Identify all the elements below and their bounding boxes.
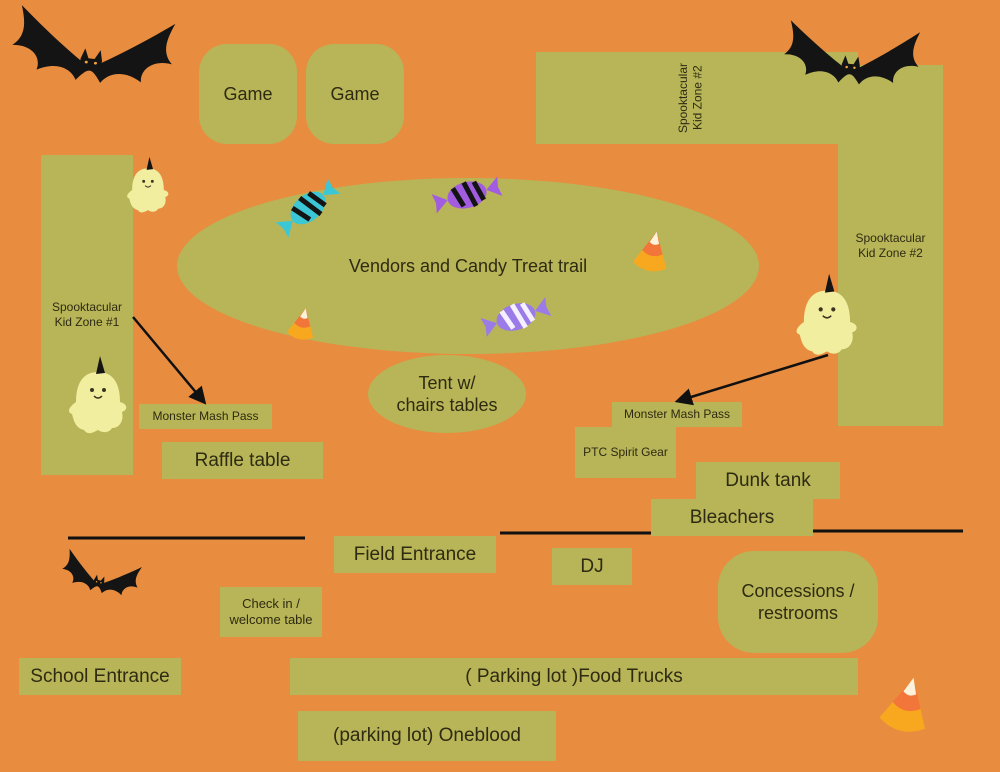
bat-icon bbox=[58, 548, 144, 602]
vendors-label: Vendors and Candy Treat trail bbox=[348, 255, 588, 276]
game-booth-1: Game bbox=[199, 44, 297, 144]
field-entrance-label: Field Entrance bbox=[353, 543, 477, 565]
ghost-icon bbox=[795, 272, 858, 356]
kid-zone-2-top: Spooktacular Kid Zone #2 bbox=[536, 52, 858, 144]
concessions-restrooms: Concessions / restrooms bbox=[718, 551, 878, 653]
arrow-to-monster-pass-right bbox=[674, 353, 829, 406]
candy-corn-icon bbox=[285, 305, 319, 343]
monster-pass-label: Monster Mash Pass bbox=[152, 409, 259, 423]
dj-booth: DJ bbox=[552, 548, 632, 585]
bleachers-label: Bleachers bbox=[689, 506, 775, 528]
field-entrance: Field Entrance bbox=[334, 536, 496, 573]
game-booth-2: Game bbox=[306, 44, 404, 144]
candy-corn-icon bbox=[631, 228, 674, 275]
oneblood-lot: (parking lot) Oneblood bbox=[298, 711, 556, 761]
dj-label: DJ bbox=[580, 555, 604, 577]
dunk-tank-label: Dunk tank bbox=[725, 469, 811, 491]
food-trucks-label: ( Parking lot )Food Trucks bbox=[465, 665, 683, 687]
kid-zone-2-side-label: Spooktacular Kid Zone #2 bbox=[855, 230, 926, 260]
raffle-table: Raffle table bbox=[162, 442, 323, 479]
school-entrance-label: School Entrance bbox=[30, 665, 170, 687]
wrapped-candy-icon bbox=[480, 296, 552, 338]
ghost-icon bbox=[68, 355, 128, 434]
kid-zone-1-label: Spooktacular Kid Zone #1 bbox=[51, 300, 123, 329]
ptc-gear-label: PTC Spirit Gear bbox=[583, 445, 668, 459]
dunk-tank: Dunk tank bbox=[696, 462, 840, 499]
tent-label: Tent w/ chairs tables bbox=[396, 372, 498, 416]
kid-zone-2-side: Spooktacular Kid Zone #2 bbox=[838, 65, 943, 426]
monster-mash-pass-right: Monster Mash Pass bbox=[612, 402, 742, 427]
bleachers: Bleachers bbox=[651, 499, 813, 536]
oneblood-label: (parking lot) Oneblood bbox=[333, 725, 521, 747]
candy-corn-icon bbox=[877, 672, 937, 737]
check-in-table: Check in / welcome table bbox=[220, 587, 322, 637]
food-trucks-lot: ( Parking lot )Food Trucks bbox=[290, 658, 858, 695]
monster-mash-pass-left: Monster Mash Pass bbox=[139, 404, 272, 429]
wrapped-candy-icon bbox=[275, 178, 341, 238]
school-entrance: School Entrance bbox=[19, 658, 181, 695]
wrapped-candy-icon bbox=[431, 176, 503, 214]
raffle-label: Raffle table bbox=[194, 449, 291, 471]
arrow-to-monster-pass-left bbox=[132, 316, 207, 405]
bat-icon bbox=[8, 4, 179, 92]
concessions-label: Concessions / restrooms bbox=[741, 580, 855, 624]
ghost-icon bbox=[126, 156, 169, 213]
check-in-label: Check in / welcome table bbox=[229, 595, 313, 627]
tent-area: Tent w/ chairs tables bbox=[368, 355, 526, 433]
game-label: Game bbox=[330, 83, 380, 104]
ptc-spirit-gear: PTC Spirit Gear bbox=[575, 427, 676, 478]
bat-icon bbox=[781, 20, 923, 90]
monster-pass-label: Monster Mash Pass bbox=[623, 407, 731, 421]
game-label: Game bbox=[223, 83, 273, 104]
